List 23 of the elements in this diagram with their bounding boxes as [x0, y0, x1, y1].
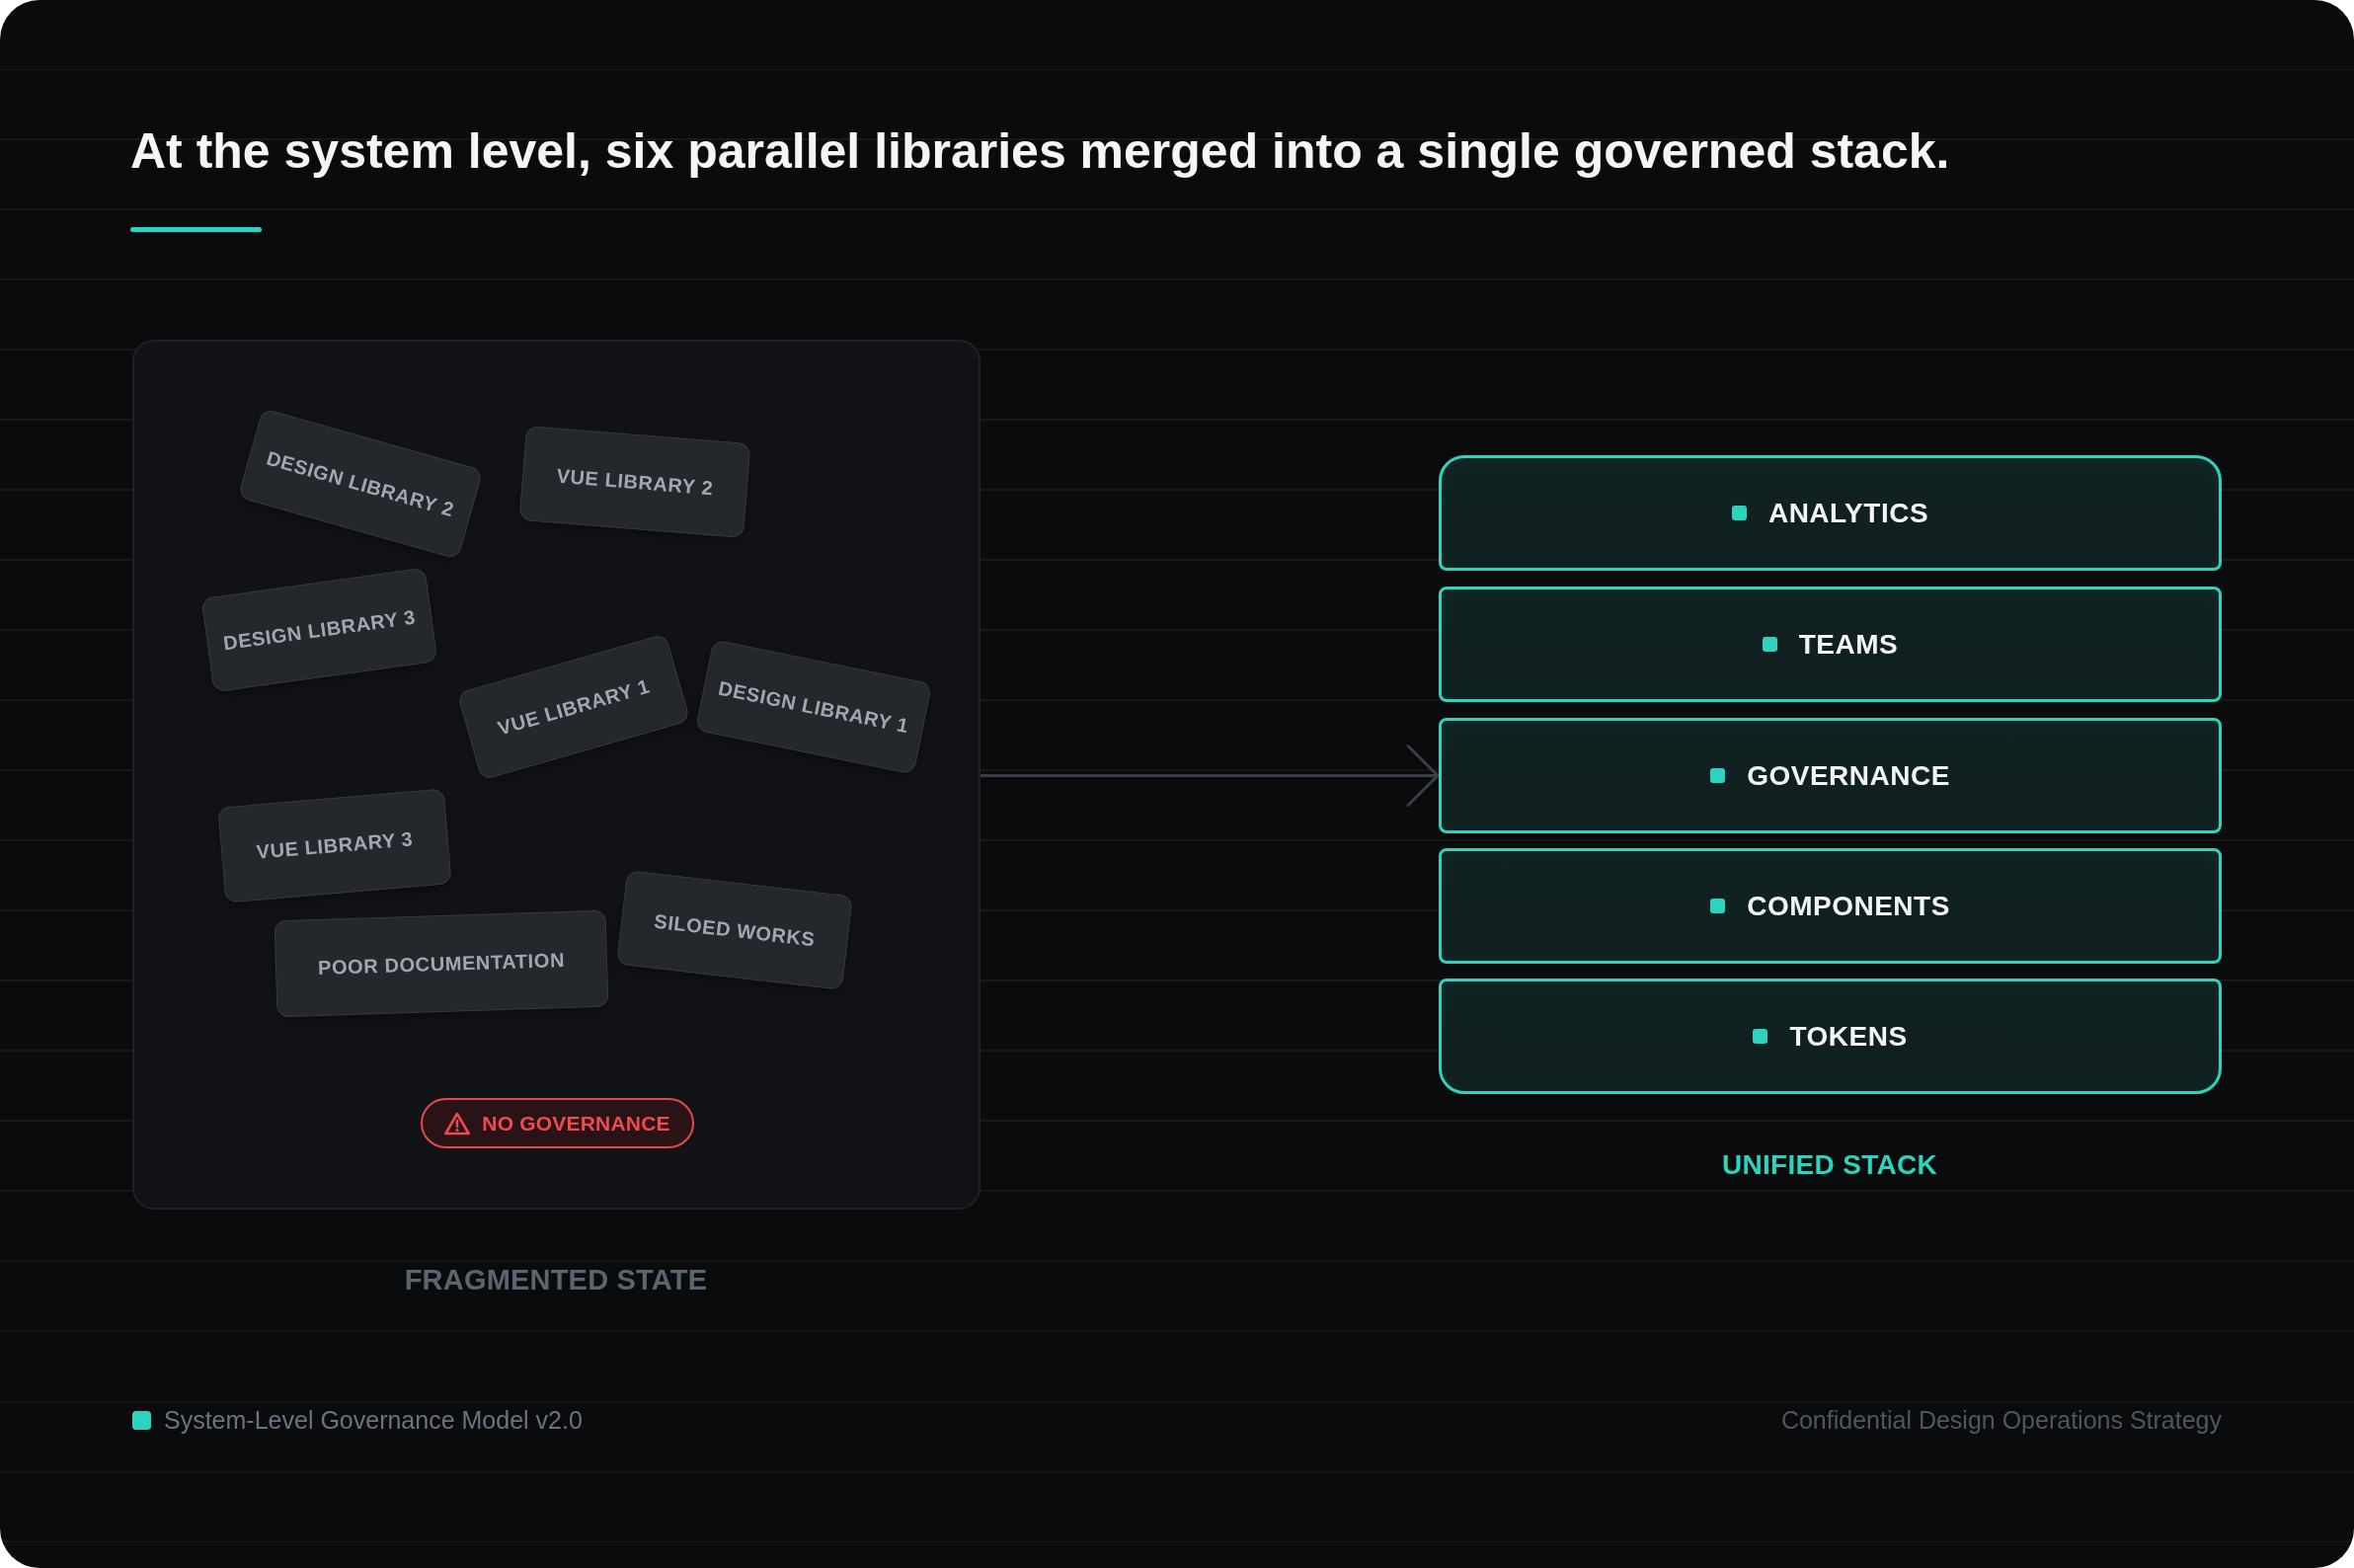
- stack-layer: [1439, 718, 2222, 833]
- layer-label: COMPONENTS: [1747, 890, 1950, 922]
- scattered-tag: VUE LIBRARY 2: [518, 426, 751, 538]
- slide-title: At the system level, six parallel libraries merged into a single governed stack.: [130, 122, 1950, 180]
- scattered-tag: VUE LIBRARY 3: [217, 787, 452, 903]
- layer-label: TOKENS: [1789, 1020, 1908, 1053]
- stack-layer: [1439, 587, 2222, 702]
- scattered-tag: POOR DOCUMENTATION: [274, 909, 609, 1018]
- warning-pill: [421, 1098, 694, 1148]
- layer-label: TEAMS: [1798, 628, 1899, 661]
- scattered-tag: SILOED WORKS: [616, 870, 853, 990]
- layer-label: ANALYTICS: [1767, 497, 1929, 529]
- fragmented-panel: [132, 340, 981, 1210]
- warning-label: NO GOVERNANCE: [482, 1111, 670, 1136]
- stack-layer: [1439, 848, 2222, 964]
- stack-layer: [1439, 455, 2222, 571]
- arrow: [979, 745, 1441, 807]
- panel-caption: FRAGMENTED STATE: [404, 1264, 708, 1296]
- footer-text: System-Level Governance Model v2.0: [164, 1406, 583, 1435]
- layer-label: GOVERNANCE: [1747, 759, 1950, 792]
- stack-layer: [1439, 979, 2222, 1094]
- stack-caption: UNIFIED STACK: [1722, 1149, 1937, 1181]
- footer-text: Confidential Design Operations Strategy: [1780, 1406, 2222, 1435]
